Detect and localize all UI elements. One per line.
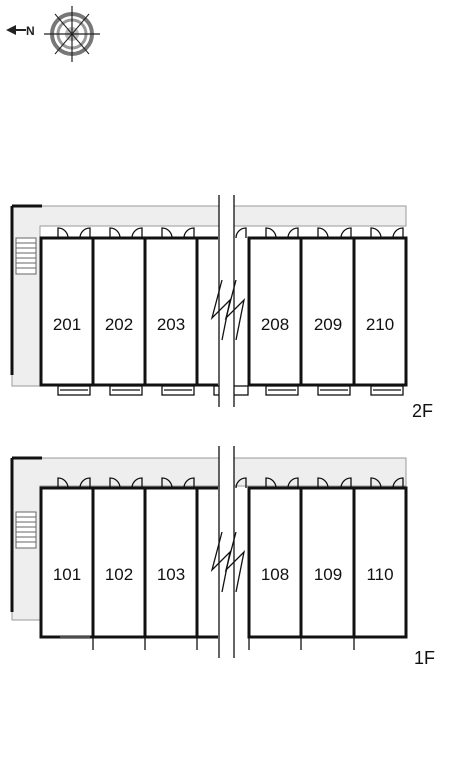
unit-label: 201 [53,315,81,334]
unit-label: 203 [157,315,185,334]
unit-label: 101 [53,565,81,584]
staircase [15,237,37,275]
unit-label: 109 [314,565,342,584]
compass-rose-icon: N [6,6,100,62]
unit-label: 102 [105,565,133,584]
walkway [11,205,407,387]
floor-label-2f: 2F [412,401,433,421]
north-label: N [26,24,35,38]
break-line [210,531,232,593]
floor-2f: 201 202 203 208 209 210 2F [10,195,433,421]
break-line [210,279,232,341]
floor-1f: 101 102 103 108 109 110 1F [10,446,435,668]
unit-label: 209 [314,315,342,334]
rear-wall-marks [60,636,355,650]
unit-label: 210 [366,315,394,334]
unit-label: 108 [261,565,289,584]
walkway [11,457,407,621]
unit-label: 202 [105,315,133,334]
doors-2f [57,227,404,239]
doors-1f [57,477,404,489]
unit-label: 208 [261,315,289,334]
unit-label: 110 [366,565,393,584]
unit-label: 103 [157,565,185,584]
north-arrow-icon [6,25,16,35]
floor-label-1f: 1F [414,648,435,668]
staircase [15,511,37,549]
